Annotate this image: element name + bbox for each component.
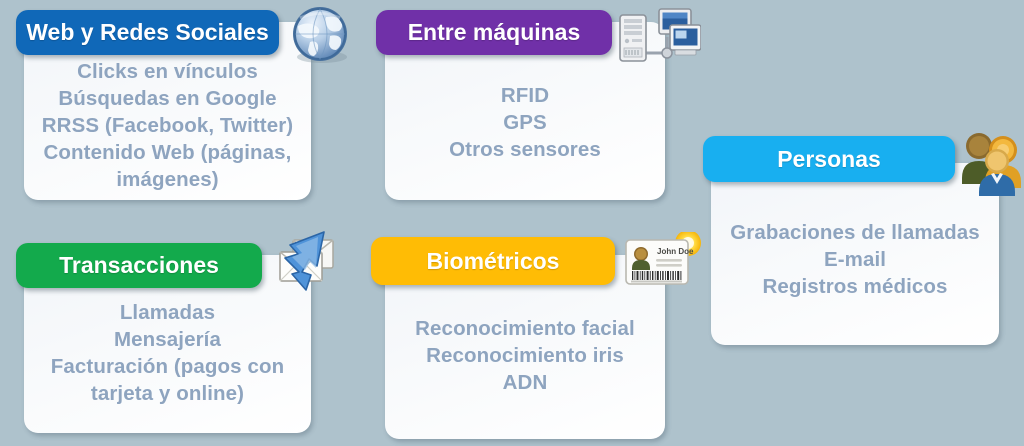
- card-body-biometricos: [385, 255, 665, 439]
- card-title-maquinas: Entre máquinas: [407, 19, 581, 45]
- people-group-icon: [957, 128, 1023, 196]
- card-header-web[interactable]: Web y Redes Sociales: [16, 10, 279, 55]
- card-header-personas[interactable]: Personas: [703, 136, 955, 182]
- server-computers-icon: [615, 5, 701, 67]
- id-badge-icon: John Doe: [620, 232, 702, 296]
- card-header-biometricos[interactable]: Biométricos: [371, 237, 615, 285]
- id-badge-name: John Doe: [657, 247, 694, 256]
- globe-icon: [286, 4, 354, 66]
- card-items-biometricos: Reconocimiento facial Reconocimiento iri…: [415, 317, 635, 395]
- card-title-personas: Personas: [777, 145, 881, 172]
- card-header-transacciones[interactable]: Transacciones: [16, 243, 262, 288]
- card-items-personas: Grabaciones de llamadas E-mail Registros…: [730, 221, 980, 299]
- card-personas: Grabaciones de llamadas E-mail Registros…: [711, 163, 999, 345]
- envelopes-arrow-icon: [262, 228, 340, 300]
- card-items-maquinas: RFID GPS Otros sensores: [449, 84, 601, 162]
- card-items-web: Clicks en vínculos Búsquedas en Google R…: [41, 60, 294, 192]
- card-biometricos: Reconocimiento facial Reconocimiento iri…: [385, 255, 665, 439]
- card-header-maquinas[interactable]: Entre máquinas: [376, 10, 612, 55]
- card-title-web: Web y Redes Sociales: [26, 19, 269, 45]
- card-body-personas: [711, 163, 999, 345]
- card-title-transacciones: Transacciones: [59, 252, 219, 278]
- card-title-biometricos: Biométricos: [426, 247, 560, 274]
- card-items-transacciones: Llamadas Mensajería Facturación (pagos c…: [50, 301, 285, 406]
